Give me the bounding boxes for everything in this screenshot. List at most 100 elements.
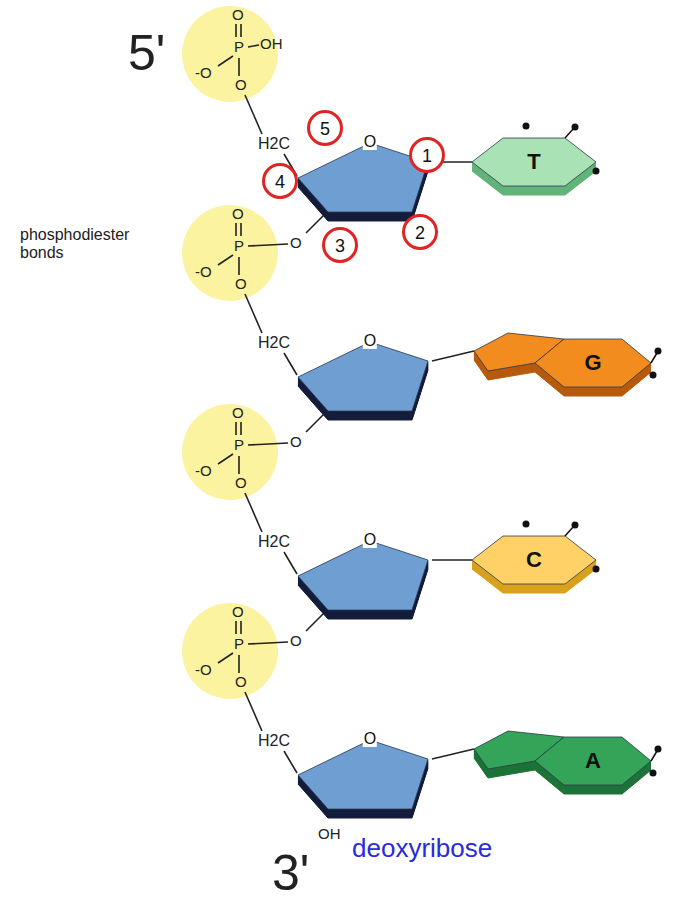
- bond-line: [238, 257, 240, 275]
- deoxyribose-ring: O: [292, 725, 432, 825]
- strand-end-label: 3': [272, 846, 309, 901]
- bond-line: [218, 454, 233, 464]
- atom-label: O: [235, 475, 247, 492]
- bond-line: [248, 45, 259, 47]
- base-face: [472, 536, 596, 584]
- bond-line: [245, 493, 262, 532]
- sugar-side: [298, 343, 428, 412]
- deoxyribose-ring: O: [292, 526, 432, 626]
- bond-line: [235, 422, 237, 435]
- atom-label: H2C: [258, 732, 290, 750]
- shape-outline: [468, 729, 663, 804]
- pyrimidine-base: T: [468, 132, 608, 207]
- sugar-face: [298, 541, 428, 610]
- ring-oxygen: O: [363, 333, 377, 349]
- strand-end-label: 5': [128, 26, 165, 81]
- sugar-side: [298, 542, 428, 611]
- atom-dot: [523, 123, 530, 130]
- atom-label: O: [290, 434, 302, 451]
- phosphate-highlight: [182, 603, 278, 699]
- sugar-side: [298, 741, 428, 810]
- bond-line: [245, 95, 262, 134]
- bond-stub: [651, 353, 657, 363]
- base-side: [535, 340, 651, 388]
- phosphate-highlight: [182, 205, 278, 301]
- bond-line: [238, 58, 240, 76]
- phosphate-highlight: [182, 6, 278, 102]
- atom-label: O: [235, 674, 247, 691]
- atom-label: OH: [318, 826, 341, 843]
- atom-dot: [572, 124, 579, 131]
- atom-label: OH: [260, 36, 283, 53]
- callout-number: 3: [335, 237, 345, 255]
- deoxyribose-ring: O: [292, 128, 432, 228]
- ring-oxygen: O: [363, 532, 377, 548]
- bond-line: [235, 24, 237, 37]
- bond-line: [238, 456, 240, 474]
- bond-line: [235, 621, 237, 634]
- atom-label: H2C: [258, 533, 290, 551]
- bond-line: [248, 642, 288, 644]
- atom-label: O: [235, 276, 247, 293]
- bond-line: [245, 692, 262, 731]
- purine-base: G: [468, 331, 663, 406]
- callout-number: 5: [320, 120, 330, 138]
- bond-line: [218, 653, 233, 663]
- bond-line: [245, 294, 262, 333]
- bond-line: [240, 422, 242, 435]
- ring-oxygen: O: [363, 134, 377, 150]
- deoxyribose-ring: O: [292, 327, 432, 427]
- callout-number: 1: [422, 147, 432, 165]
- atom-label: H2C: [258, 135, 290, 153]
- bond-line: [240, 24, 242, 37]
- bond-line: [240, 223, 242, 236]
- bond-line: [240, 621, 242, 634]
- bond-line: [248, 244, 288, 246]
- bond-line: [284, 353, 297, 375]
- atom-label: O: [232, 405, 244, 422]
- carbon-number-circle: 5: [307, 110, 343, 146]
- atom-label: P: [234, 437, 244, 454]
- base-letter: G: [584, 352, 601, 374]
- base-face: [535, 737, 651, 785]
- atom-dot: [593, 168, 600, 175]
- bond-label: phosphodiester bonds: [20, 226, 132, 261]
- base-face: [472, 138, 596, 186]
- atom-dot: [650, 770, 657, 777]
- carbon-number-circle: 1: [409, 137, 445, 173]
- base-side: [535, 738, 651, 786]
- atom-dot: [655, 746, 662, 753]
- callout-number: 4: [275, 173, 285, 191]
- bond-line: [218, 56, 233, 66]
- atom-label: O: [235, 77, 247, 94]
- base-face: [535, 339, 651, 387]
- ring-oxygen: O: [363, 731, 377, 747]
- base-side: [472, 139, 596, 187]
- carbon-number-circle: 3: [322, 227, 358, 263]
- atom-label: O: [290, 633, 302, 650]
- atom-label: O: [290, 235, 302, 252]
- atom-label: -O: [195, 65, 212, 82]
- base-letter: C: [526, 549, 542, 571]
- bond-line: [235, 223, 237, 236]
- pyrimidine-base: C: [468, 530, 608, 605]
- shape-outline: [468, 331, 663, 406]
- carbon-number-circle: 2: [402, 214, 438, 250]
- atom-label: O: [232, 206, 244, 223]
- atom-label: -O: [195, 264, 212, 281]
- glycosidic-bond: [432, 351, 474, 361]
- bond-line: [238, 655, 240, 673]
- callout-number: 2: [415, 224, 425, 242]
- glycosidic-bond: [432, 749, 474, 759]
- atom-label: P: [234, 636, 244, 653]
- atom-dot: [572, 522, 579, 529]
- base-letter: T: [527, 151, 540, 173]
- purine-base: A: [468, 729, 663, 804]
- bond-line: [284, 751, 297, 773]
- bond-stub: [651, 751, 657, 761]
- atom-dot: [650, 372, 657, 379]
- atom-dot: [593, 566, 600, 573]
- atom-label: O: [232, 7, 244, 24]
- atom-dot: [523, 521, 530, 528]
